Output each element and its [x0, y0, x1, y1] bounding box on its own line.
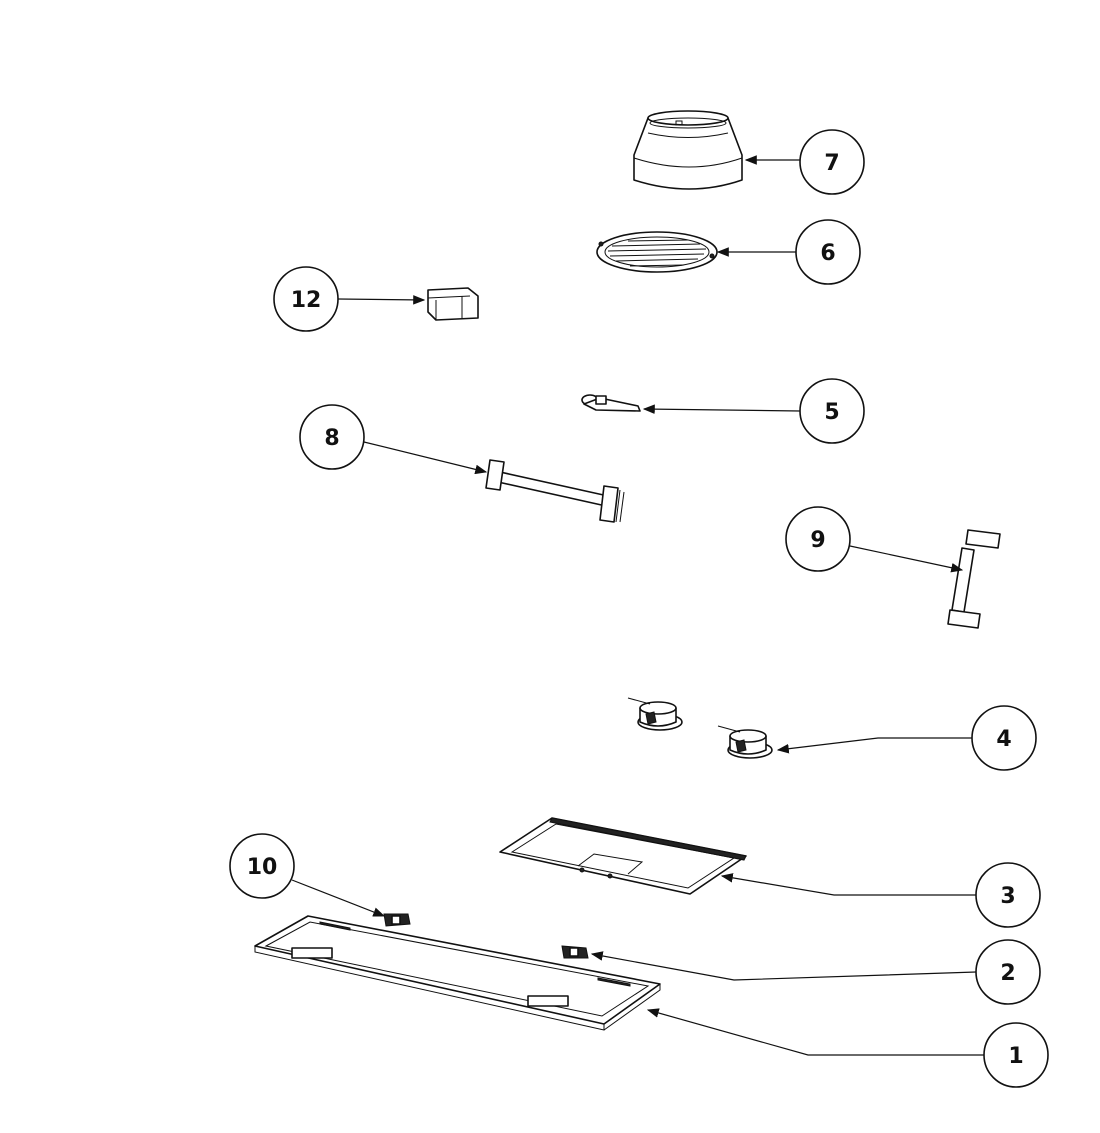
- callout-12: 12: [273, 266, 426, 332]
- part-8-cross-bar: [485, 459, 625, 523]
- callout-5: 5: [642, 378, 865, 444]
- callout-8: 8: [299, 404, 488, 475]
- callout-2: 2: [590, 939, 1041, 1005]
- callout-3: 3: [720, 862, 1041, 928]
- callout-9: 9: [785, 506, 964, 573]
- callout-3-label: 3: [1000, 884, 1015, 909]
- callout-4: 4: [776, 705, 1037, 771]
- callout-10: 10: [229, 833, 386, 917]
- callout-6-label: 6: [820, 241, 835, 266]
- part-2-clip: [561, 945, 589, 959]
- part-1-bottom-panel: [254, 915, 661, 1031]
- callout-4-label: 4: [996, 727, 1011, 752]
- callout-6: 6: [716, 219, 861, 285]
- part-4-lamp-left: [627, 697, 683, 731]
- callout-5-label: 5: [824, 400, 839, 425]
- callout-1-label: 1: [1008, 1044, 1023, 1069]
- callout-8-label: 8: [324, 426, 339, 451]
- callout-10-label: 10: [247, 855, 278, 880]
- part-10-clip: [383, 913, 411, 927]
- callout-2-label: 2: [1000, 961, 1015, 986]
- part-12-clip: [427, 287, 479, 321]
- callout-9-label: 9: [810, 528, 825, 553]
- part-6-round-grille: [596, 231, 718, 273]
- part-4-lamp-right: [717, 725, 773, 759]
- part-5-switch: [581, 394, 641, 412]
- callout-1: 1: [646, 1008, 1049, 1088]
- part-3-filter-tray: [499, 817, 747, 895]
- callout-7: 7: [744, 129, 865, 195]
- callout-7-label: 7: [824, 151, 839, 176]
- part-9-vertical-bar: [947, 529, 1001, 629]
- part-7-duct-collar: [633, 110, 743, 190]
- callout-12-label: 12: [291, 288, 322, 313]
